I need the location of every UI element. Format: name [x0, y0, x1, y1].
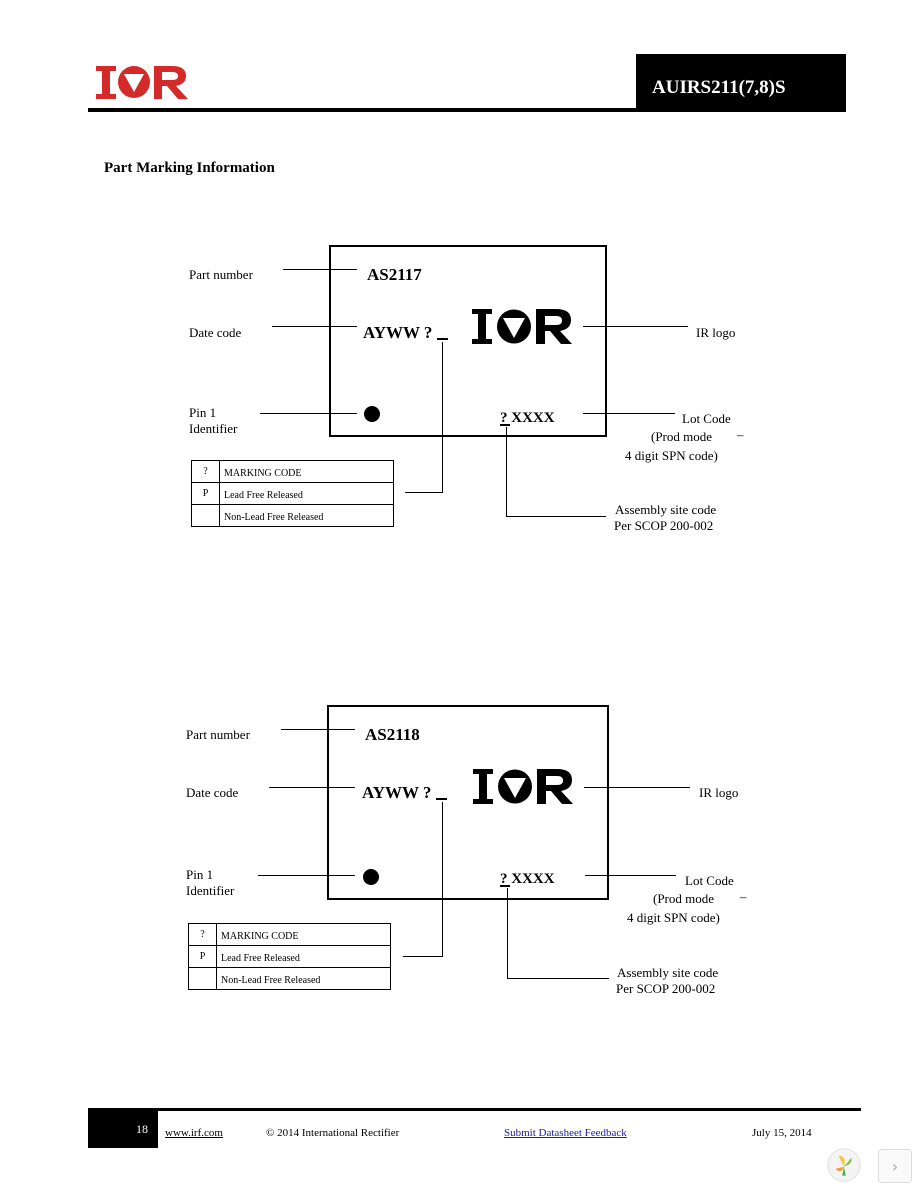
table-cell: P	[188, 945, 217, 968]
leader-line	[403, 956, 443, 957]
pin1-dot	[363, 869, 379, 885]
lot-code-underline	[500, 885, 510, 887]
doc-title-text: AUIRS211(7,8)S	[652, 77, 786, 98]
leader-line	[442, 342, 443, 493]
marking-code-table: ? MARKING CODE P Lead Free Released Non-…	[188, 923, 391, 990]
copyright-text: © 2014 International Rectifier	[266, 1127, 400, 1139]
leader-line	[283, 269, 357, 270]
document-title: AUIRS211(7,8)S	[636, 54, 846, 112]
viewer-widget: ›	[822, 1145, 914, 1185]
leader-line	[507, 888, 508, 979]
assembly-label-line2: Per SCOP 200-002	[614, 518, 714, 533]
footer-date: July 15, 2014	[752, 1127, 812, 1139]
leader-line	[281, 729, 355, 730]
table-cell: Non-Lead Free Released	[216, 967, 391, 990]
part-number-value: AS2117	[367, 265, 422, 284]
pin1-label-line1: Pin 1	[186, 867, 214, 882]
leader-line	[585, 875, 676, 876]
date-code-value: AYWW ?	[363, 323, 433, 342]
marking-code-table: ? MARKING CODE P Lead Free Released Non-…	[191, 460, 394, 527]
ir-logo	[473, 769, 573, 804]
lot-code-label-line3: 4 digit SPN code)	[627, 910, 720, 925]
pin1-label-line2: Identifier	[186, 883, 235, 898]
pin1-label-line2: Identifier	[189, 421, 238, 436]
leader-line	[442, 802, 443, 957]
leader-line	[583, 413, 675, 414]
leader-line	[506, 516, 606, 517]
lot-code-label-line1: Lot Code	[685, 873, 734, 888]
part-number-value: AS2118	[365, 725, 420, 744]
table-cell	[188, 967, 217, 990]
section-heading: Part Marking Information	[104, 160, 275, 176]
lot-code-label-line2: (Prod mode	[653, 891, 715, 906]
lot-code-dash: –	[740, 889, 747, 904]
table-cell: MARKING CODE	[216, 923, 391, 946]
yellow-flower-icon[interactable]	[826, 1147, 862, 1183]
chevron-right-icon[interactable]: ›	[878, 1149, 912, 1183]
date-code-label: Date code	[189, 325, 242, 340]
lot-code-underline	[500, 424, 510, 426]
page-number-box: 18	[88, 1111, 158, 1148]
leader-line	[272, 326, 357, 327]
lot-code-label-line2: (Prod mode	[651, 429, 713, 444]
date-code-underline	[436, 798, 447, 800]
feedback-link[interactable]: Submit Datasheet Feedback	[504, 1127, 627, 1139]
table-row: P Lead Free Released	[188, 945, 391, 968]
ir-logo	[472, 309, 572, 344]
leader-line	[507, 978, 609, 979]
header-rule	[88, 108, 846, 112]
part-number-label: Part number	[186, 727, 250, 742]
leader-line	[584, 787, 690, 788]
leader-line	[258, 875, 355, 876]
ir-logo	[96, 66, 188, 99]
leader-line	[405, 492, 443, 493]
table-cell: ?	[188, 923, 217, 946]
date-code-value: AYWW ?	[362, 783, 432, 802]
date-code-underline	[437, 338, 448, 340]
lot-code-label-line1: Lot Code	[682, 411, 731, 426]
table-row: ? MARKING CODE	[188, 923, 391, 946]
website-link[interactable]: www.irf.com	[165, 1127, 223, 1139]
pin1-dot	[364, 406, 380, 422]
marking-diagram-1: Part number AS2117 Date code AYWW ? IR l…	[0, 0, 918, 560]
table-cell: Non-Lead Free Released	[219, 504, 394, 527]
ir-logo-label: IR logo	[696, 325, 736, 340]
date-code-label: Date code	[186, 785, 239, 800]
assembly-label-line1: Assembly site code	[615, 502, 717, 517]
package-outline	[327, 705, 609, 900]
lot-code-label-line3: 4 digit SPN code)	[625, 448, 718, 463]
page-number: 18	[136, 1122, 148, 1136]
leader-line	[260, 413, 357, 414]
table-cell: Lead Free Released	[216, 945, 391, 968]
table-row: Non-Lead Free Released	[191, 504, 394, 527]
pin1-label-line1: Pin 1	[189, 405, 217, 420]
assembly-label-line2: Per SCOP 200-002	[616, 981, 716, 996]
package-outline	[329, 245, 607, 437]
part-number-label: Part number	[189, 267, 253, 282]
assembly-label-line1: Assembly site code	[617, 965, 719, 980]
footer-rule	[88, 1108, 861, 1111]
leader-line	[583, 326, 688, 327]
lot-code-value: ? XXXX	[500, 410, 555, 426]
lot-code-value: ? XXXX	[500, 871, 555, 887]
lot-code-dash: –	[737, 427, 744, 442]
marking-diagram-2: Part number AS2118 Date code AYWW ? IR l…	[186, 705, 747, 996]
leader-line	[506, 427, 507, 517]
ir-logo-label: IR logo	[699, 785, 739, 800]
table-row: Non-Lead Free Released	[188, 967, 391, 990]
leader-line	[269, 787, 355, 788]
